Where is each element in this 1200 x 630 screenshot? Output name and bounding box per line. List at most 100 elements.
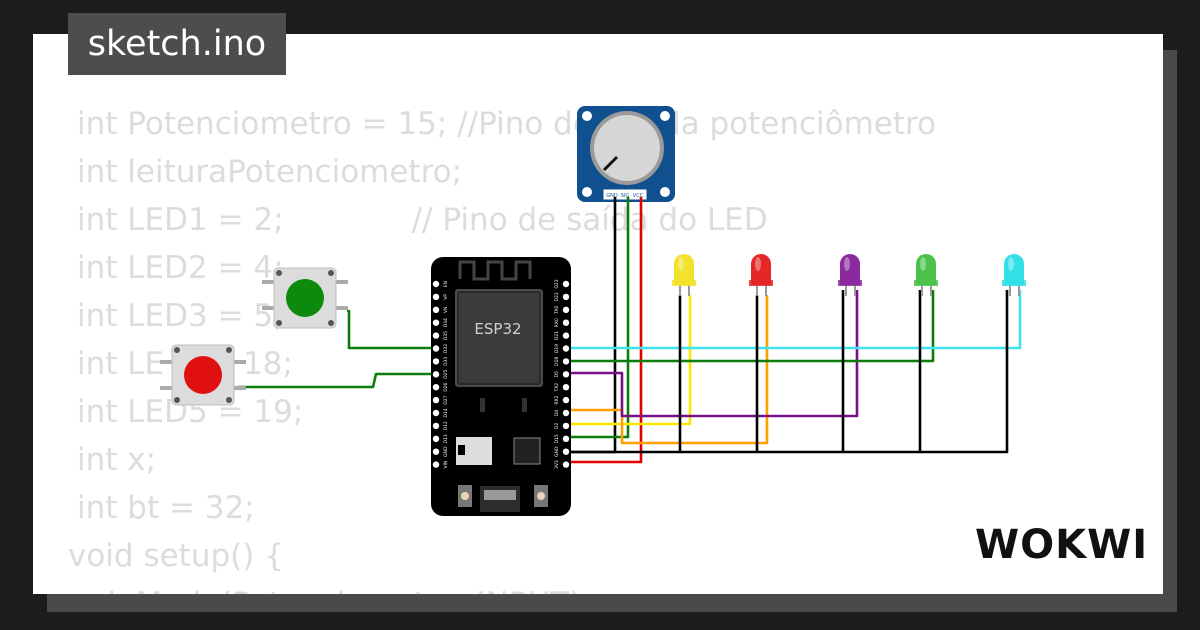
pin-right [562,448,570,455]
pin-right [562,371,570,378]
pin-label-left: D27 [443,395,449,404]
pot-pin-label: VCC [633,193,644,199]
pin-right [562,396,570,404]
pot-pin-label: SIG [621,193,630,199]
pin-right [562,422,570,430]
pin-label-right: TX2 [554,383,560,393]
pin-right [562,358,570,365]
wire-button-red [238,372,436,389]
pin-label-right: D2 [554,423,560,429]
pin-right [562,319,570,326]
pin-left [432,358,440,365]
pin-right [562,409,570,417]
pin-label-right: D23 [554,279,560,288]
pin-label-left: VN [443,307,449,313]
wire-led-yellow [566,295,692,426]
pin-left [432,319,440,326]
code-line: int LED3 = 5; [77,298,284,334]
file-tab[interactable]: sketch.ino [68,13,286,75]
led[interactable] [838,254,862,296]
pin-label-left: D25 [443,370,449,379]
pin-left [432,293,440,301]
pin-label-right: D21 [554,331,560,340]
code-line: void setup() { [68,538,284,574]
pin-label-left: D35 [443,331,449,340]
pin-label-left: D32 [443,344,449,353]
led[interactable] [914,254,938,296]
esp32-label: ESP32 [474,320,521,338]
pin-label-right: D18 [554,357,560,366]
wokwi-logo: WOKWI [975,522,1149,568]
led[interactable] [749,254,773,296]
code-line: int x; [77,442,157,478]
pin-label-left: EN [443,281,449,287]
code-line: int LED2 = 4; [77,250,284,286]
pin-right [562,306,570,313]
pin-label-right: D4 [554,410,560,416]
wires [238,197,1022,464]
code-line: int leituraPotenciometro; [77,154,463,190]
pin-left [432,396,440,404]
pushbutton-green[interactable] [262,267,348,329]
code-line: int bt = 32; [77,490,255,526]
pin-label-left: D14 [443,408,449,417]
code-background: int Potenciometro = 15; //Pino de da pot… [33,34,1163,594]
pin-label-right: 3V3 [554,460,560,469]
pin-left [432,435,440,442]
pin-label-right: D15 [554,434,560,443]
pin-label-right: RX2 [554,395,560,404]
pin-label-right: GND [554,446,560,457]
pin-label-left: D34 [443,318,449,327]
code-line: pinMode(Potenciometro, INPUT); [68,586,592,594]
leds [672,254,1026,296]
wire-led-purple [566,290,859,418]
pin-label-left: D13 [443,434,449,443]
knob-indicator [602,155,619,172]
pin-right [562,435,570,442]
wire-led-cyan [566,290,1022,350]
pin-label-left: VP [443,294,449,300]
wire-gnd-cyan [566,290,1009,454]
pin-left [432,448,440,455]
pin-left [432,371,440,378]
pin-label-right: D22 [554,292,560,301]
pin-right [562,345,570,352]
pin-left [432,345,440,352]
code-line: int LE 18; [77,346,293,382]
wire-pot-gnd [566,197,617,454]
pin-right [562,332,570,339]
wire-led-green [566,290,935,363]
pin-left [432,306,440,313]
pin-right [562,461,570,468]
wire-led-red [566,295,769,445]
wire-pot-vcc [566,197,643,464]
pin-label-right: RX0 [554,318,560,327]
pushbutton-red[interactable] [160,344,246,406]
pin-left [432,280,440,288]
pin-right [562,384,570,391]
pin-label-left: D26 [443,382,449,391]
pot-pin-label: GND [606,193,618,199]
pin-right [562,293,570,301]
pin-label-left: D12 [443,421,449,430]
potentiometer[interactable]: GND SIG VCC [577,106,675,202]
pin-label-right: D19 [554,344,560,353]
pin-label-left: VIN [443,461,449,469]
antenna-trace [458,260,532,281]
led[interactable] [1002,254,1026,296]
pin-right [562,280,570,288]
esp32-board[interactable]: ESP32 [431,257,571,516]
wire-pot-sig [566,197,630,439]
pin-left [432,422,440,430]
code-line: int LED1 = 2; // Pino de saída do LED [77,202,768,238]
pin-left [432,384,440,391]
pin-left [432,461,440,468]
pin-left [432,409,440,417]
pin-label-right: D5 [554,371,560,377]
pin-label-left: D33 [443,357,449,366]
wire-button-green [347,309,436,350]
led[interactable] [672,254,696,296]
pin-label-left: GND [443,446,449,457]
